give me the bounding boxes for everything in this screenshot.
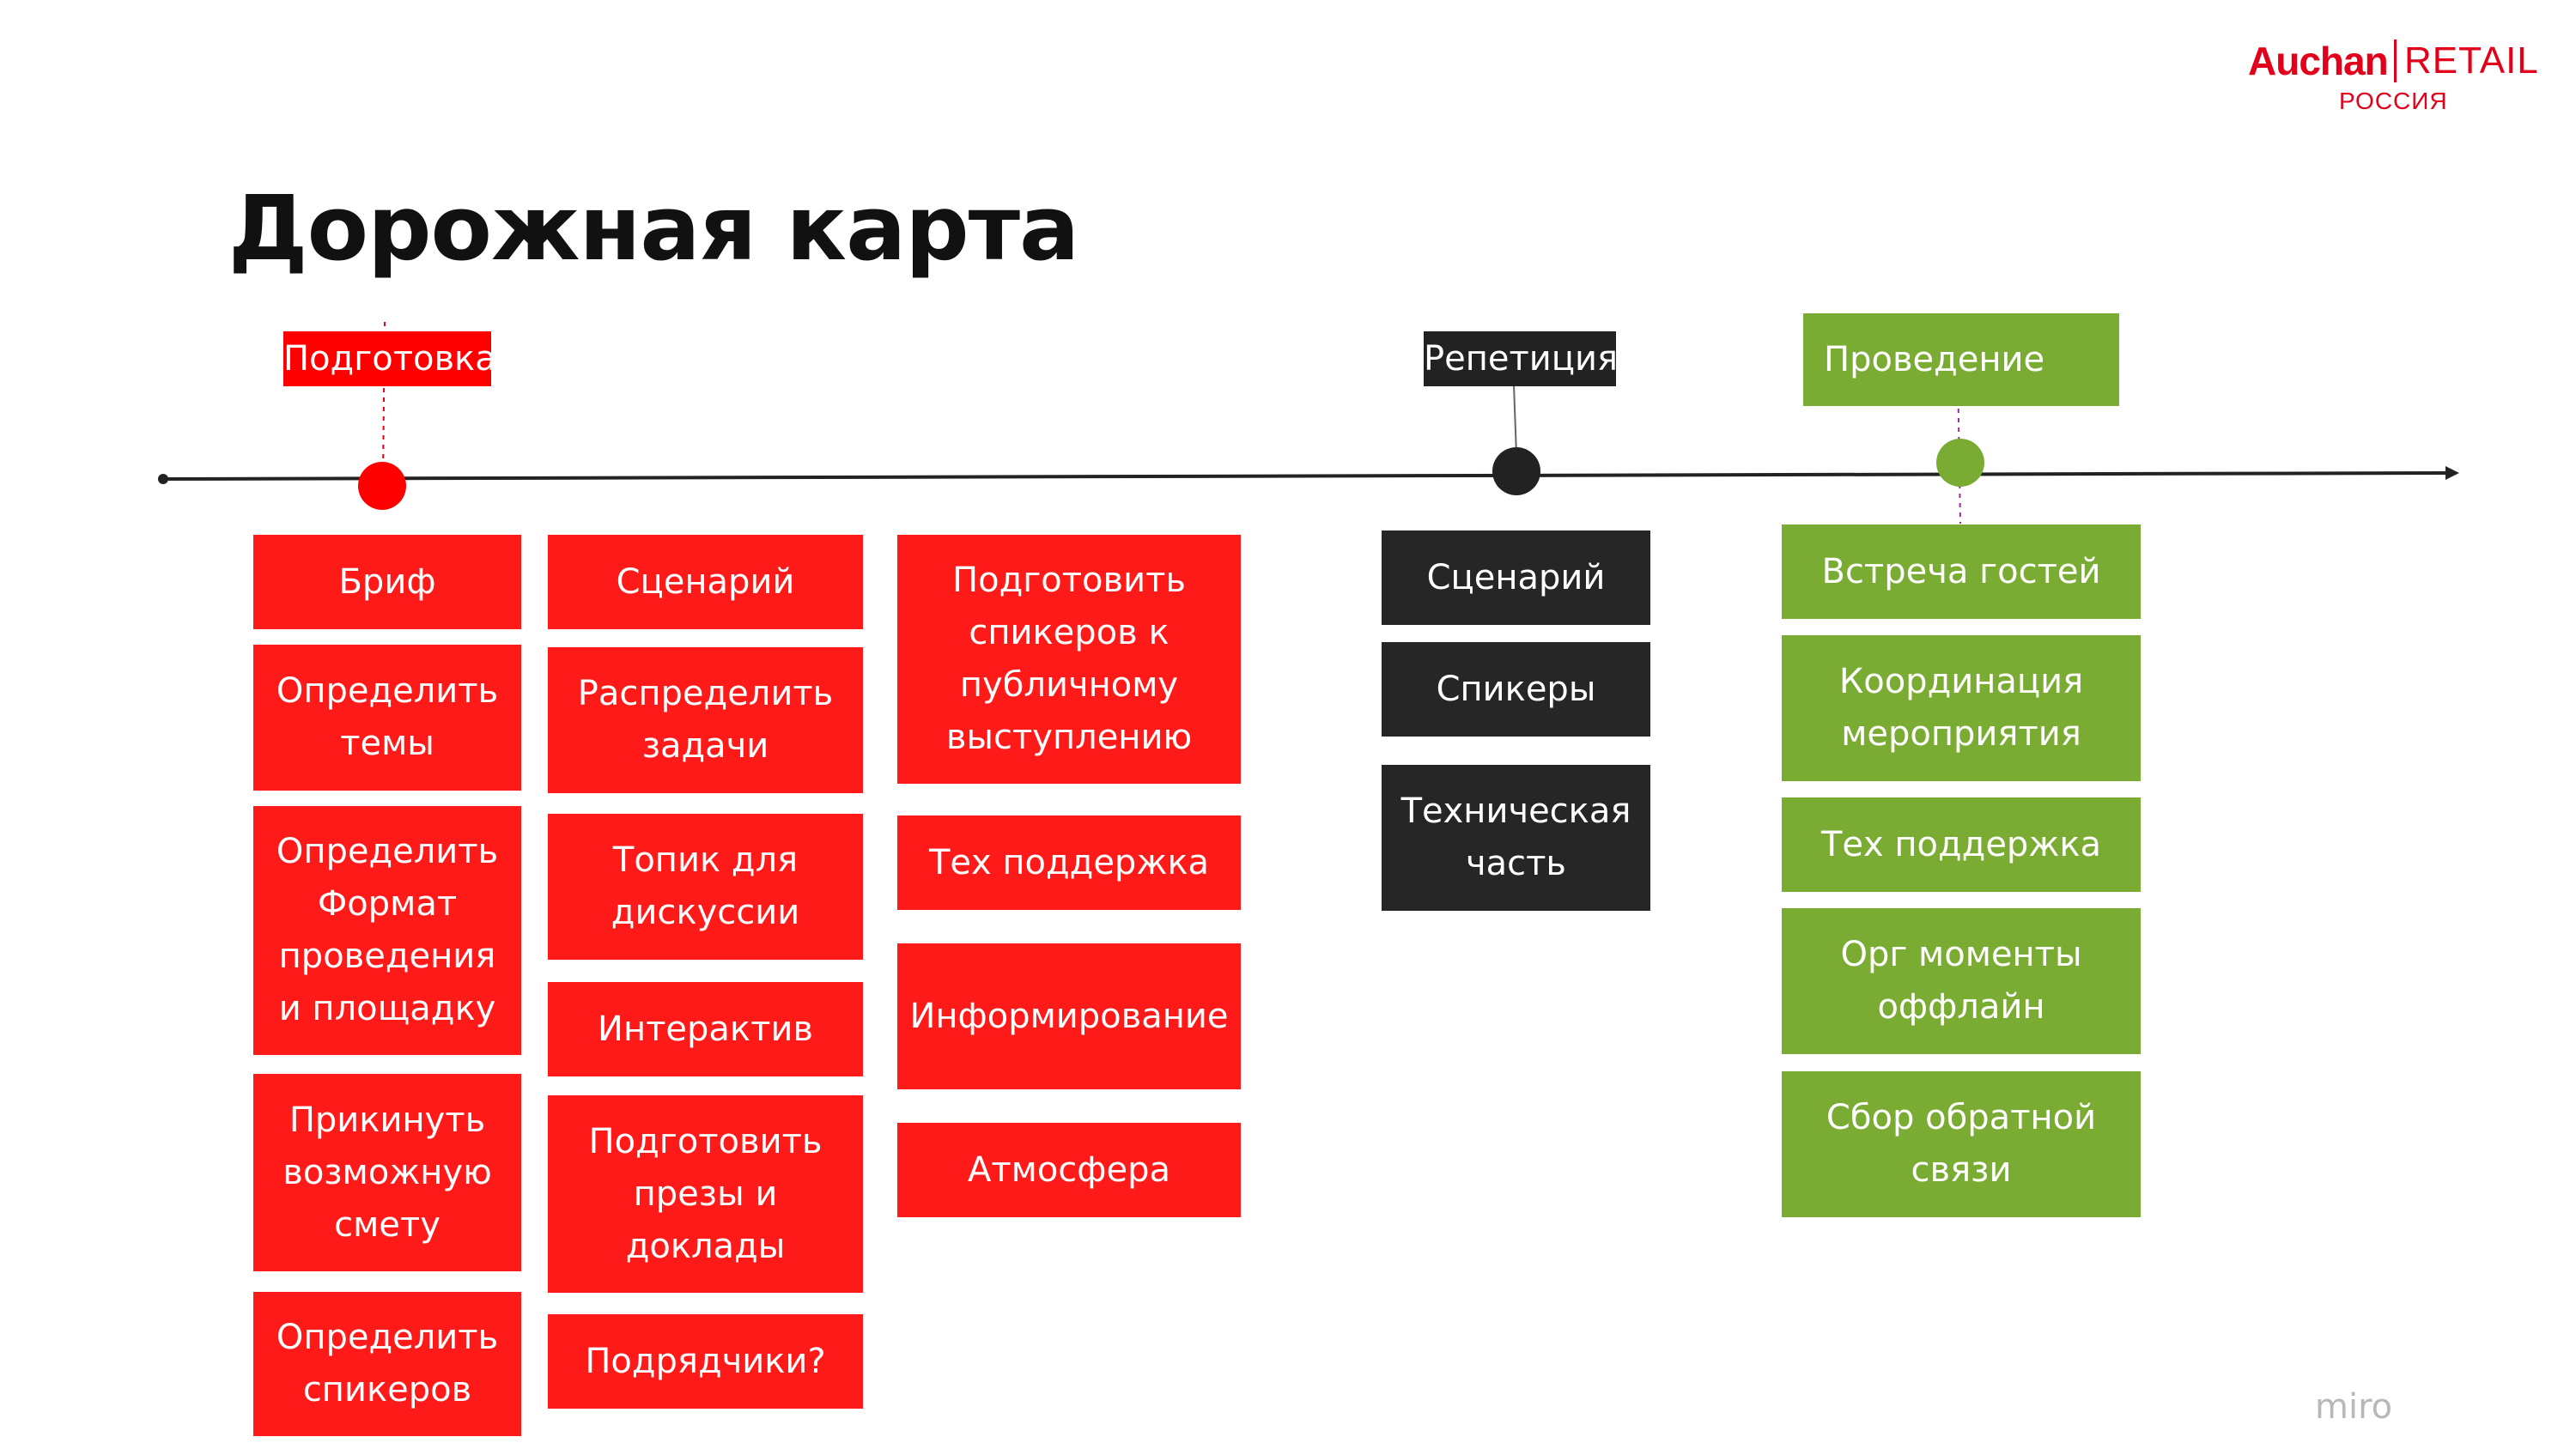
task-card[interactable]: Орг моменты оффлайн <box>1782 908 2141 1054</box>
preparation-milestone-dot <box>358 462 406 510</box>
task-card-label: Определить Формат проведения и площадку <box>276 832 499 1028</box>
task-card-label: Спикеры <box>1436 669 1596 709</box>
timeline-axis <box>162 471 2446 481</box>
phase-label-conduct[interactable]: Проведение <box>1803 313 2119 406</box>
task-card[interactable]: Бриф <box>253 535 521 629</box>
task-card[interactable]: Подготовить презы и доклады <box>548 1095 863 1293</box>
task-card-label: Орг моменты оффлайн <box>1840 935 2082 1027</box>
task-card[interactable]: Интерактив <box>548 982 863 1076</box>
task-card[interactable]: Подготовить спикеров к публичному выступ… <box>897 535 1241 784</box>
task-card-label: Сценарий <box>1426 557 1606 597</box>
task-card[interactable]: Встреча гостей <box>1782 524 2141 619</box>
phase-label-text: Подготовка <box>283 339 496 379</box>
task-card-label: Топик для дискуссии <box>611 840 800 932</box>
task-card[interactable]: Тех поддержка <box>897 815 1241 910</box>
logo-retail: RETAIL <box>2404 39 2539 82</box>
miro-watermark: miro <box>2315 1387 2393 1427</box>
task-card[interactable]: Топик для дискуссии <box>548 814 863 960</box>
phase-label-text: Репетиция <box>1424 339 1619 379</box>
phase-label-preparation[interactable]: Подготовка <box>283 331 496 386</box>
task-card-label: Сбор обратной связи <box>1826 1098 2097 1190</box>
preparation-connector <box>382 321 386 478</box>
task-card-label: Бриф <box>338 561 436 602</box>
conduct-milestone-dot <box>1936 439 1984 487</box>
task-card[interactable]: Спикеры <box>1382 642 1650 737</box>
task-card[interactable]: Сбор обратной связи <box>1782 1071 2141 1217</box>
task-card-label: Тех поддержка <box>928 842 1210 882</box>
task-card[interactable]: Подрядчики? <box>548 1314 863 1409</box>
task-card[interactable]: Определить темы <box>253 645 521 791</box>
timeline-arrowhead <box>2445 466 2459 480</box>
task-card-label: Встреча гостей <box>1821 551 2101 591</box>
task-card[interactable]: Тех поддержка <box>1782 797 2141 892</box>
page-title: Дорожная карта <box>228 176 1079 281</box>
task-card-label: Подготовить презы и доклады <box>588 1121 823 1266</box>
timeline-start-dot <box>158 474 168 484</box>
task-card[interactable]: Сценарий <box>548 535 863 629</box>
task-card[interactable]: Распределить задачи <box>548 647 863 793</box>
task-card-label: Распределить задачи <box>577 674 834 766</box>
task-card[interactable]: Определить Формат проведения и площадку <box>253 806 521 1055</box>
task-card-label: Подготовить спикеров к публичному выступ… <box>945 561 1193 757</box>
logo-divider <box>2394 39 2397 82</box>
task-card[interactable]: Определить спикеров <box>253 1292 521 1436</box>
logo-brand: Auchan <box>2248 39 2389 83</box>
task-card-label: Интерактив <box>598 1009 813 1049</box>
task-card[interactable]: Информирование <box>897 943 1241 1089</box>
rehearsal-milestone-dot <box>1492 447 1540 495</box>
task-card-label: Координация мероприятия <box>1838 662 2084 754</box>
rehearsal-connector <box>1513 384 1517 456</box>
task-card-label: Прикинуть возможную смету <box>283 1100 492 1245</box>
logo-country: РОССИЯ <box>2339 88 2448 114</box>
task-card-label: Техническая часть <box>1400 791 1631 883</box>
task-card-label: Тех поддержка <box>1820 824 2102 864</box>
task-card[interactable]: Прикинуть возможную смету <box>253 1074 521 1271</box>
task-card-label: Атмосфера <box>967 1149 1170 1190</box>
phase-label-text: Проведение <box>1824 340 2045 379</box>
task-card[interactable]: Координация мероприятия <box>1782 635 2141 781</box>
task-card-label: Определить спикеров <box>276 1318 499 1410</box>
phase-label-rehearsal[interactable]: Репетиция <box>1424 331 1619 386</box>
task-card-label: Подрядчики? <box>585 1341 826 1381</box>
task-card-label: Определить темы <box>276 671 499 763</box>
task-card[interactable]: Атмосфера <box>897 1123 1241 1217</box>
task-card-label: Информирование <box>909 996 1229 1036</box>
task-card[interactable]: Техническая часть <box>1382 765 1650 911</box>
task-card-label: Сценарий <box>616 561 795 602</box>
task-card[interactable]: Сценарий <box>1382 530 1650 625</box>
